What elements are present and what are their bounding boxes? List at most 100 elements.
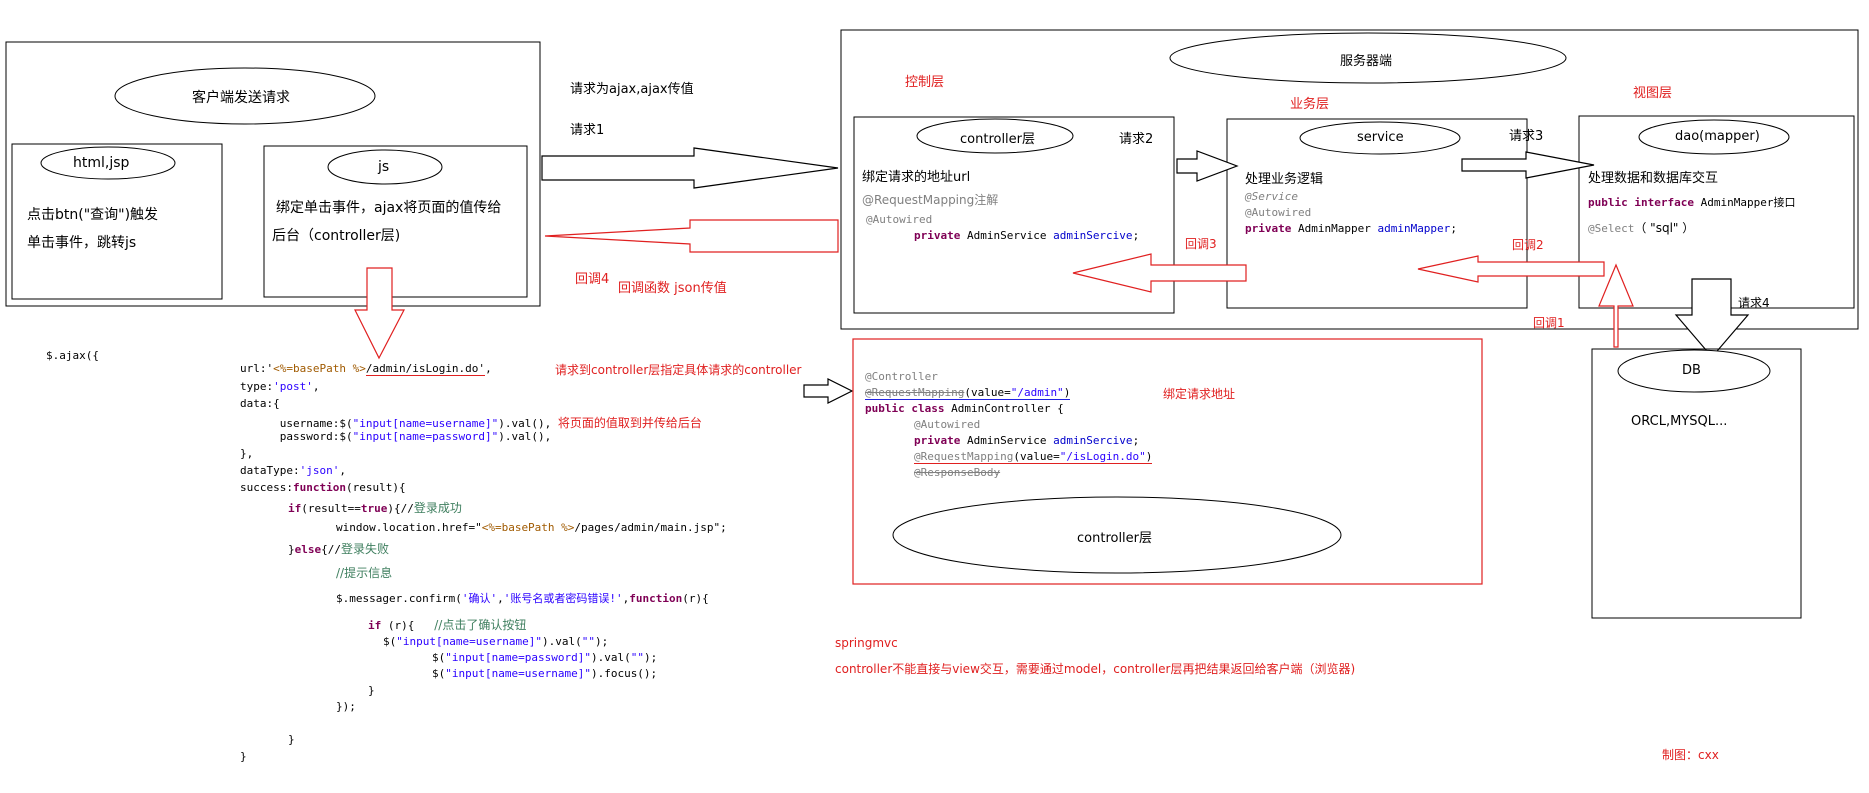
js-down-arrow xyxy=(354,267,405,360)
t: $( xyxy=(432,667,446,680)
service-box-desc: 处理业务逻辑 xyxy=(1245,172,1324,187)
callback2-arrow xyxy=(1417,255,1605,283)
t: ).val( xyxy=(541,635,582,648)
ajax-line-21: } xyxy=(240,750,247,763)
rest: （ "sql" ） xyxy=(1634,221,1695,235)
request3-label: 请求3 xyxy=(1509,129,1544,144)
ctrl-line-1: @Controller xyxy=(865,370,938,383)
rest: AdminMapper接口 xyxy=(1693,196,1796,209)
t: success: xyxy=(240,481,293,494)
callback1-arrow xyxy=(1598,263,1634,348)
ctrl-line-3: public class AdminController { xyxy=(865,402,1064,415)
ann: @RequestMapping(value="/isLogin.do") xyxy=(914,450,1153,464)
controller-code-oval xyxy=(892,496,1342,574)
db-desc: ORCL,MYSQL... xyxy=(1631,414,1728,429)
ctrl-line-2: @RequestMapping(value="/admin") xyxy=(865,386,1071,400)
controller-box-line2: @Autowired xyxy=(866,213,933,226)
end: ; xyxy=(1132,229,1140,242)
t: (result== xyxy=(301,502,361,515)
t: ; xyxy=(1132,434,1140,447)
server-box xyxy=(840,29,1859,330)
ajax-line-17: $("input[name=username]").focus(); xyxy=(432,667,657,680)
springmvc-desc: controller不能直接与view交互，需要通过model，controll… xyxy=(835,662,1356,676)
kw: private xyxy=(914,229,961,242)
t: ); xyxy=(594,635,609,648)
html-oval xyxy=(40,146,176,180)
t: private xyxy=(914,434,961,447)
service-box xyxy=(1226,118,1528,309)
request4-arrow xyxy=(1674,278,1750,358)
var: adminMapper xyxy=(1377,222,1451,235)
t: ); xyxy=(643,651,658,664)
dao-box-title: dao(mapper) xyxy=(1675,129,1760,144)
t: AdminService xyxy=(960,434,1054,447)
t: "input[name=password]" xyxy=(352,430,499,443)
js-box xyxy=(263,145,528,298)
callback2-label: 回调2 xyxy=(1512,238,1544,252)
kw: private xyxy=(1245,222,1292,235)
ajax-to-controller-arrow xyxy=(803,378,854,404)
ajax-line-20: } xyxy=(288,733,295,746)
t: , xyxy=(339,464,346,477)
control-layer-label: 控制层 xyxy=(905,75,945,90)
t: function xyxy=(629,592,683,605)
t: password:$( xyxy=(240,430,353,443)
js-box-text-2: 后台（controller层) xyxy=(272,228,401,244)
callback4-label: 回调4 xyxy=(575,272,610,287)
t: ).val(), xyxy=(498,417,558,430)
html-box xyxy=(11,143,223,300)
ann: @Select xyxy=(1588,222,1635,235)
t: "" xyxy=(630,651,644,664)
t: , xyxy=(622,592,630,605)
dao-box-desc: 处理数据和数据库交互 xyxy=(1588,171,1719,186)
controller-box-desc: 绑定请求的地址url xyxy=(862,170,971,185)
callback3-label: 回调3 xyxy=(1185,237,1217,251)
t: ).val(), xyxy=(498,430,552,443)
ajax-line-19: }); xyxy=(336,700,356,713)
request4-label: 请求4 xyxy=(1738,296,1770,310)
js-box-text-1: 绑定单击事件，ajax将页面的值传给 xyxy=(276,200,502,216)
t: 'post' xyxy=(273,380,313,393)
t: 登录成功 xyxy=(413,501,462,515)
request1-label: 请求1 xyxy=(570,123,605,138)
t: 'json' xyxy=(299,464,340,477)
t: "/isLogin.do" xyxy=(1059,450,1146,463)
ajax-line-10: window.location.href="<%=basePath %>/pag… xyxy=(336,521,727,534)
t: dataType: xyxy=(240,464,300,477)
t: if xyxy=(368,619,382,632)
t: username:$( xyxy=(240,417,353,430)
t: (result){ xyxy=(345,481,406,494)
ajax-line-11: }else{//登录失败 xyxy=(288,540,389,557)
t: $( xyxy=(383,635,397,648)
springmvc-note: springmvc xyxy=(835,636,898,650)
server-title: 服务器端 xyxy=(1340,54,1393,69)
business-layer-label: 业务层 xyxy=(1290,97,1330,112)
ajax-line-9: if(result==true){//登录成功 xyxy=(288,499,462,516)
service-oval xyxy=(1299,121,1461,155)
t: "input[name=username]" xyxy=(396,635,542,648)
ajax-line-0: $.ajax({ xyxy=(46,349,99,362)
t: (r){ xyxy=(381,619,435,632)
dao-box-line2: @Select（ "sql" ） xyxy=(1588,219,1694,236)
ctrl-line-5: private AdminService adminSercive; xyxy=(914,434,1139,447)
dao-box-line1: public interface AdminMapper接口 xyxy=(1588,194,1795,210)
request2-label: 请求2 xyxy=(1119,132,1154,147)
t: ) xyxy=(1145,450,1153,463)
service-box-line2: @Autowired xyxy=(1245,206,1312,219)
ctrl-oval-label: controller层 xyxy=(1077,531,1153,546)
t: true xyxy=(360,502,388,515)
t: function xyxy=(292,481,346,494)
t: '确认' xyxy=(461,592,498,605)
t: , xyxy=(497,592,504,605)
service-box-line1: @Service xyxy=(1245,190,1298,203)
t: "/admin" xyxy=(1010,386,1064,399)
callback3-arrow xyxy=(1072,253,1247,293)
t: public class xyxy=(865,402,945,415)
t: $.messager.confirm( xyxy=(336,592,462,605)
server-oval xyxy=(1169,32,1567,84)
t: @RequestMapping xyxy=(914,450,1014,463)
t: url:' xyxy=(240,362,274,375)
js-oval xyxy=(327,149,443,185)
t: else xyxy=(294,543,322,556)
